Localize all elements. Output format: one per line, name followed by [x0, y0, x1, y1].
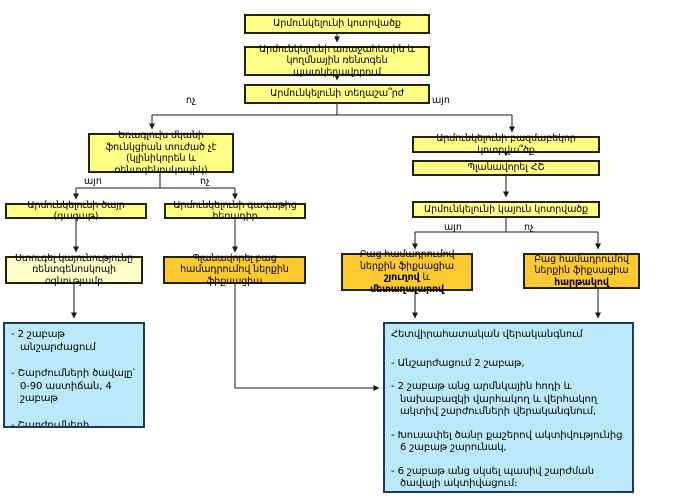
node-label: Ստուգել կայունությունը ռենտգենոսկոպի օգն… — [15, 252, 133, 287]
node-label: Բաց համադրումով ներքին ֆիքսացիա շյուղով … — [359, 249, 455, 295]
node-label: Արմունկելունի բազմաբեկոր կոտրվա՞ծք — [436, 133, 576, 156]
node-label: Արմունկելունի ծայր (գագաթ) — [27, 199, 125, 223]
node-check-stability-fluoroscopy: Ստուգել կայունությունը ռենտգենոսկոպի օգն… — [5, 253, 143, 287]
list-item: - Շարժումների ծավալը՝ 0-90 աստիճան, 4 շա… — [11, 368, 135, 404]
node-stable-fracture: Արմունկելունի կայուն կոտրվածք — [412, 201, 600, 218]
node-label: Արմունկելունի կայուն կոտրվածք — [423, 203, 588, 215]
list-item: - Շարժումների ամբողջական ծավալ, 4-6 շաբա… — [11, 419, 90, 428]
edge-label-no: ոչ — [200, 176, 210, 187]
node-displacement-question: Արմունկելունի տեղաշա՞րժ — [244, 84, 430, 104]
node-label: Պլանավորել ՀՇ — [467, 162, 545, 174]
node-olecranon-tip: Արմունկելունի ծայր (գագաթ) — [5, 200, 147, 222]
node-label: Արմունկելունի գագաթից հեռադիր — [173, 199, 297, 223]
node-label: Պլանավորել բաց համադրումով ներքին ֆիքսաց… — [180, 252, 289, 287]
list-item: - 2 շաբաթ անց արմնկային հոդի և նախաբազկի… — [391, 381, 598, 417]
panel-postoperative-rehab: Հետվիրահատական վերականգնում - Անշարժացու… — [383, 322, 634, 493]
node-orif-plate: Բաց համադրումով ներքին ֆիքսացիա հարթակով — [523, 253, 640, 289]
node-plan-ct: Պլանավորել ՀՇ — [412, 160, 600, 176]
node-label: Բաց համադրումով ներքին ֆիքսացիա հարթակով — [534, 253, 629, 288]
panel-title: Հետվիրահատական վերականգնում — [391, 329, 583, 340]
edge-label-no: ոչ — [186, 95, 196, 106]
node-label: Արմունկելունի կոտրվածք — [273, 18, 401, 30]
node-label: Արմունկելունի տեղաշա՞րժ — [270, 88, 404, 100]
edge-label-yes: այո — [432, 95, 450, 106]
node-label: Արմունկելունի առաջահետին և կողմնային ռեն… — [258, 43, 416, 78]
node-comminuted-question: Արմունկելունի բազմաբեկոր կոտրվա՞ծք — [412, 133, 600, 156]
list-item: - Խուսափել ծանր քաշերով ակտիվությունից 6… — [391, 429, 623, 454]
panel-immobilization-protocol: - 2 շաբաթ անշարժացում - Շարժումների ծավա… — [3, 322, 145, 428]
node-triceps-function-intact: Եռագլուխ մկանի ֆունկցիան տուժած չէ (կլին… — [88, 130, 234, 176]
node-distal-to-tip: Արմունկելունի գագաթից հեռադիր — [164, 200, 306, 222]
node-plan-orif: Պլանավորել բաց համադրումով ներքին ֆիքսաց… — [163, 253, 306, 287]
node-orif-pin-and-wire: Բաց համադրումով ներքին ֆիքսացիա շյուղով … — [341, 249, 473, 295]
node-elbow-olecranon-fracture: Արմունկելունի կոտրվածք — [244, 14, 430, 34]
list-item: - Անշարժացում 2 շաբաթ, — [391, 357, 525, 369]
edge-label-yes: այո — [444, 222, 462, 233]
node-xray-imaging: Արմունկելունի առաջահետին և կողմնային ռեն… — [244, 43, 430, 78]
node-label: Եռագլուխ մկանի ֆունկցիան տուժած չէ (կլին… — [105, 130, 217, 176]
edge-label-yes: այո — [84, 176, 102, 187]
list-item: - 2 շաբաթ անշարժացում — [11, 329, 96, 353]
list-item: - 6 շաբաթ անց սկսել պասիվ շարժման ծավալի… — [391, 465, 594, 490]
edge-label-no: ոչ — [524, 222, 534, 233]
